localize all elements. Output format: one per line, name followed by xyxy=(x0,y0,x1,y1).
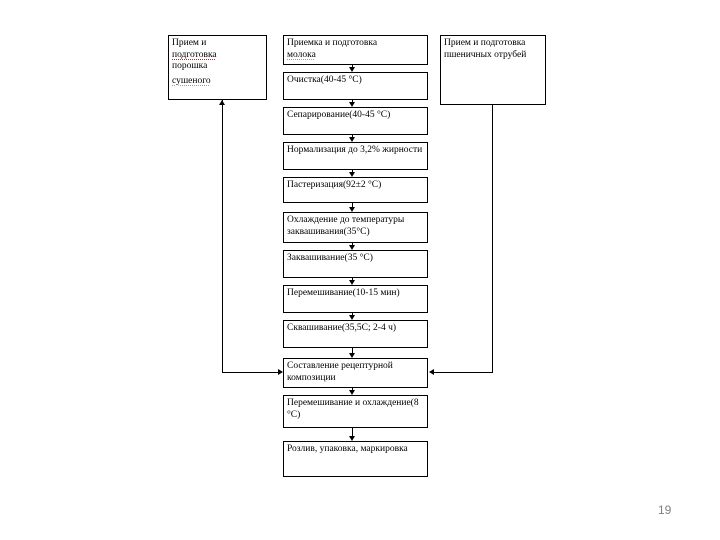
arrow-down-icon xyxy=(349,315,355,320)
box-text-line-misspelled: подготовка xyxy=(172,49,217,60)
connector-line xyxy=(352,170,353,173)
box-text: Розлив, упаковка, маркировка xyxy=(287,444,408,454)
box-text-line-misspelled: сушеного xyxy=(172,75,211,86)
connector-line xyxy=(352,348,353,354)
box-text: Перемешивание(10-15 мин) xyxy=(287,288,400,298)
arrow-down-icon xyxy=(349,390,355,395)
box-text: Сквашивание(35,5С; 2-4 ч) xyxy=(287,323,397,333)
flow-box-mixing: Перемешивание(10-15 мин) xyxy=(283,285,428,313)
flow-box-inoculation: Заквашивание(35 °С) xyxy=(283,250,428,278)
arrow-down-icon xyxy=(349,102,355,107)
arrow-right-icon xyxy=(278,369,283,375)
box-text: Сепарирование(40-45 °С) xyxy=(287,110,391,120)
connector-line xyxy=(352,388,353,391)
connector-line-left xyxy=(222,100,223,373)
connector-line xyxy=(352,100,353,103)
arrow-down-icon xyxy=(349,436,355,441)
connector-line xyxy=(352,428,353,437)
connector-line-right xyxy=(492,105,493,373)
flow-box-fermentation: Сквашивание(35,5С; 2-4 ч) xyxy=(283,320,428,348)
flow-box-cleaning: Очистка(40-45 °С) xyxy=(283,72,428,100)
flow-box-packaging: Розлив, упаковка, маркировка xyxy=(283,441,428,477)
flow-box-cooling: Охлаждение до температуры заквашивания(3… xyxy=(283,212,428,243)
flow-box-wheat-bran: Прием и подготовка пшеничных отрубей xyxy=(440,35,546,105)
arrow-down-icon xyxy=(349,172,355,177)
flow-box-dried-powder: Прием и подготовка порошка сушеного xyxy=(168,35,267,100)
connector-line xyxy=(352,203,353,208)
box-text: Охлаждение до температуры заквашивания(3… xyxy=(287,215,405,237)
arrow-down-icon xyxy=(349,67,355,72)
box-text: Составление рецептурной композиции xyxy=(287,361,393,383)
flow-box-milk-reception: Приемка и подготовка молока xyxy=(283,35,428,65)
arrow-down-icon xyxy=(349,245,355,250)
box-text: Заквашивание(35 °С) xyxy=(287,253,373,263)
connector-line xyxy=(352,243,353,246)
flow-box-recipe-composition: Составление рецептурной композиции xyxy=(283,358,428,388)
connector-line xyxy=(352,65,353,68)
connector-line xyxy=(352,135,353,138)
flow-box-mixing-cooling: Перемешивание и охлаждение(8 °С) xyxy=(283,395,428,428)
box-text: Пастеризация(92±2 °С) xyxy=(287,180,382,190)
arrow-down-icon xyxy=(349,207,355,212)
connector-line-left xyxy=(222,372,279,373)
connector-line-right xyxy=(434,372,493,373)
arrow-down-icon xyxy=(349,353,355,358)
arrow-left-icon xyxy=(429,369,434,375)
box-text: Нормализация до 3,2% жирности xyxy=(287,145,423,155)
flow-box-separation: Сепарирование(40-45 °С) xyxy=(283,107,428,135)
connector-line xyxy=(352,313,353,316)
box-text-line-misspelled: молока xyxy=(287,49,316,60)
box-text: Перемешивание и охлаждение(8 °С) xyxy=(287,398,419,420)
box-text-line: порошка xyxy=(172,61,208,71)
flow-box-normalization: Нормализация до 3,2% жирности xyxy=(283,142,428,170)
slide-page-number: 19 xyxy=(658,503,672,517)
box-text: Прием и подготовка пшеничных отрубей xyxy=(444,38,527,60)
arrow-down-icon xyxy=(349,280,355,285)
box-text-line: Приемка и подготовка xyxy=(287,38,378,48)
box-text-line: Прием и xyxy=(172,38,207,48)
flow-box-pasteurization: Пастеризация(92±2 °С) xyxy=(283,177,428,203)
connector-line xyxy=(352,278,353,281)
box-text: Очистка(40-45 °С) xyxy=(287,75,362,85)
arrow-down-icon xyxy=(349,137,355,142)
